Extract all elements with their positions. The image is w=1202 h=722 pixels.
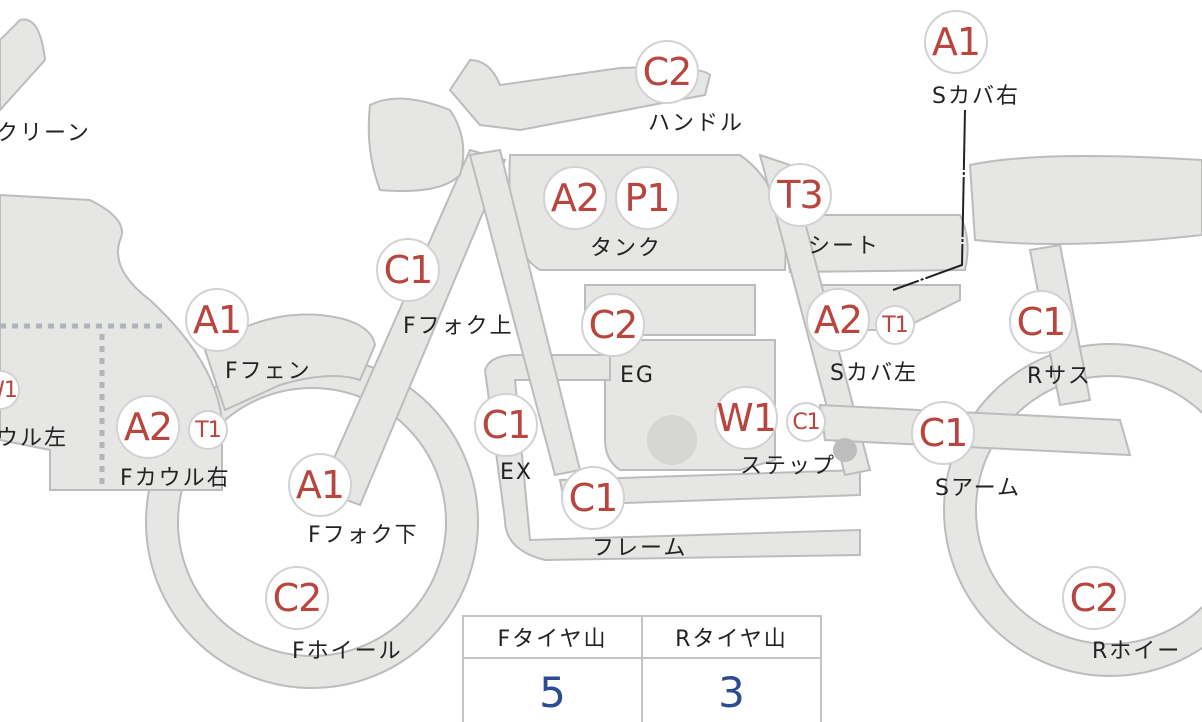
part-label-screen: クリーン bbox=[0, 121, 91, 146]
part-label-step: ステップ bbox=[740, 454, 837, 479]
code-badge: W1 bbox=[714, 386, 778, 450]
part-label-fwheel: Fホイール bbox=[292, 639, 403, 664]
front-tire-value: 5 bbox=[462, 657, 643, 722]
part-label-fcowl-left: ウル左 bbox=[0, 426, 69, 451]
part-label-fcowl-right: Fカウル右 bbox=[120, 466, 231, 491]
part-label-handle: ハンドル bbox=[648, 111, 745, 136]
code-badge: C2 bbox=[581, 293, 645, 357]
code-badge: C1 bbox=[1009, 290, 1073, 354]
code-badge: A1 bbox=[288, 453, 352, 517]
part-label-ffender: Fフェン bbox=[225, 359, 312, 384]
code-badge: A1 bbox=[924, 10, 988, 74]
tire-tread-table: Fタイヤ山 Rタイヤ山 5 3 bbox=[462, 615, 822, 722]
part-label-exhaust: EX bbox=[500, 460, 533, 485]
part-label-scover-left: Sカバ左 bbox=[830, 361, 918, 386]
swingarm-shape bbox=[818, 403, 1132, 457]
code-badge: C1 bbox=[911, 401, 975, 465]
part-label-ffork-upper: Fフォク上 bbox=[403, 314, 514, 339]
code-badge: A2 bbox=[543, 166, 607, 230]
code-badge: C1 bbox=[786, 402, 826, 442]
rear-tire-header: Rタイヤ山 bbox=[641, 615, 822, 659]
part-label-seat: シート bbox=[808, 234, 881, 259]
code-badge: C2 bbox=[635, 40, 699, 104]
frame-shape bbox=[483, 354, 861, 562]
code-badge: T1 bbox=[875, 305, 915, 345]
part-label-frame: フレーム bbox=[592, 536, 688, 561]
code-badge: T1 bbox=[188, 410, 228, 450]
part-label-swingarm: Sアーム bbox=[935, 476, 1021, 501]
leader-line bbox=[892, 109, 966, 291]
code-badge: C2 bbox=[265, 566, 329, 630]
screen-shape bbox=[0, 18, 47, 112]
code-badge: A2 bbox=[806, 288, 870, 352]
part-label-tank: タンク bbox=[590, 236, 663, 261]
code-badge: C1 bbox=[561, 466, 625, 530]
rear-tire-value: 3 bbox=[641, 657, 822, 722]
part-label-rwheel: Rホイー bbox=[1092, 639, 1182, 664]
part-label-rsus: Rサス bbox=[1027, 364, 1092, 389]
seat-shape bbox=[778, 214, 969, 274]
code-badge: C2 bbox=[1062, 566, 1126, 630]
code-badge: P1 bbox=[615, 166, 679, 230]
part-label-engine: EG bbox=[620, 363, 655, 388]
code-badge: A1 bbox=[185, 288, 249, 352]
code-badge: C1 bbox=[474, 393, 538, 457]
front-tire-header: Fタイヤ山 bbox=[462, 615, 643, 659]
part-label-ffork-lower: Fフォク下 bbox=[308, 523, 419, 548]
fender-shape bbox=[203, 313, 377, 412]
code-badge: A2 bbox=[116, 395, 180, 459]
part-label-scover-right: Sカバ右 bbox=[932, 84, 1020, 109]
code-badge: C1 bbox=[376, 238, 440, 302]
code-badge: T3 bbox=[768, 163, 832, 227]
